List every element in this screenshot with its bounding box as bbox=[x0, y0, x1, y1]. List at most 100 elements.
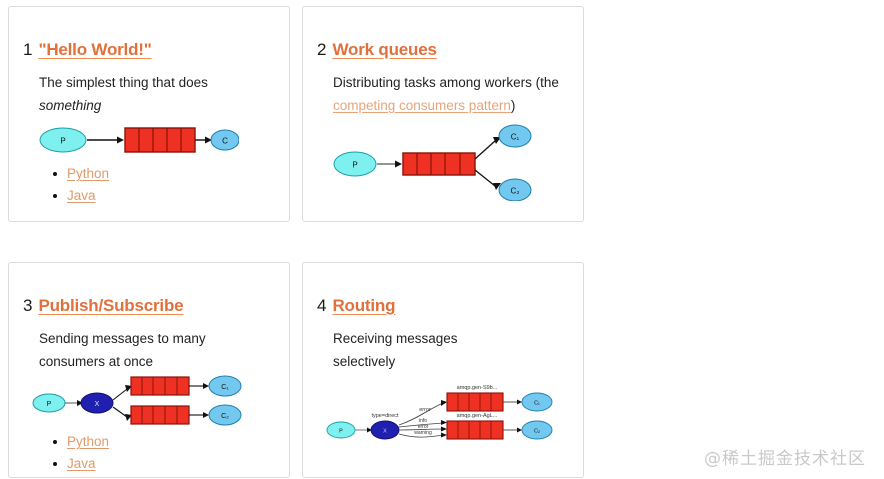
edge-label-warning: warning bbox=[414, 430, 432, 436]
exchange-label: X bbox=[95, 401, 100, 408]
edge-exchange-queue-2-warning bbox=[398, 433, 444, 438]
diagram-pubsub: P X bbox=[31, 373, 289, 427]
consumer-1-node bbox=[208, 375, 242, 397]
consumer-2-label: C₂ bbox=[221, 413, 229, 420]
consumer-2-label: C₂ bbox=[511, 186, 520, 195]
queue-2-node bbox=[130, 405, 190, 425]
arrowhead bbox=[125, 413, 132, 421]
edge-label-error-top: error bbox=[419, 407, 431, 413]
tutorial-card-4[interactable]: 4 Routing Receiving messages selectively… bbox=[302, 262, 584, 478]
arrowhead bbox=[77, 399, 83, 406]
edge-exchange-queue-2-error bbox=[398, 428, 444, 431]
arrowhead bbox=[517, 399, 522, 405]
link-python[interactable]: Python bbox=[67, 433, 110, 449]
card-header: 1 "Hello World!" bbox=[9, 7, 289, 60]
arrowhead bbox=[441, 432, 447, 438]
queue-node bbox=[124, 127, 196, 153]
arrowhead bbox=[367, 427, 372, 433]
edge-exchange-queue-2 bbox=[112, 406, 128, 418]
description-emphasis: something bbox=[39, 97, 102, 113]
card-number: 1 bbox=[23, 40, 33, 59]
arrowhead bbox=[117, 136, 124, 144]
list-item: Python bbox=[53, 431, 289, 453]
edge-label-error: error bbox=[418, 424, 429, 430]
queue-node bbox=[402, 152, 476, 176]
arrowhead bbox=[441, 426, 447, 432]
arrowhead bbox=[203, 411, 209, 418]
card-link-list: Python Java bbox=[53, 163, 289, 207]
arrowhead bbox=[203, 382, 209, 389]
producer-node bbox=[333, 151, 377, 177]
card-number: 2 bbox=[317, 40, 327, 59]
consumer-2-node bbox=[208, 404, 242, 426]
list-item: Java bbox=[53, 185, 289, 207]
consumer-2-node bbox=[498, 178, 532, 201]
consumer-1-label: C₁ bbox=[511, 132, 520, 141]
queue-1-label: amqp.gen-S9b... bbox=[457, 385, 498, 391]
card-header: 4 Routing bbox=[303, 263, 583, 316]
diagram-hello-world: P C bbox=[39, 119, 289, 161]
description-text: The simplest thing that does bbox=[39, 74, 208, 90]
consumer-2-label: C₂ bbox=[534, 428, 540, 434]
link-java[interactable]: Java bbox=[67, 455, 96, 471]
edge-queue-consumer-2 bbox=[474, 169, 496, 187]
edge-label-info: info bbox=[419, 418, 427, 424]
card-title-link[interactable]: Publish/Subscribe bbox=[38, 296, 184, 315]
card-description: The simplest thing that does something bbox=[39, 71, 271, 117]
queue-2-label: amqp.gen-AgL... bbox=[457, 413, 498, 419]
card-number: 4 bbox=[317, 296, 327, 315]
link-competing-consumers-pattern[interactable]: competing consumers pattern bbox=[333, 97, 511, 113]
arrowhead bbox=[441, 419, 447, 425]
tutorial-card-3[interactable]: 3 Publish/Subscribe Sending messages to … bbox=[8, 262, 290, 478]
edge-label-type-direct: type=direct bbox=[371, 413, 399, 419]
consumer-1-label: C₁ bbox=[221, 384, 229, 391]
link-java[interactable]: Java bbox=[67, 187, 96, 203]
description-text: Distributing tasks among workers (the bbox=[333, 74, 559, 90]
arrowhead bbox=[517, 427, 522, 433]
queue-2-node bbox=[446, 420, 504, 440]
routing-svg: P X type=direct error info er bbox=[326, 385, 553, 440]
consumer-2-node bbox=[521, 420, 553, 440]
exchange-node bbox=[80, 392, 114, 414]
card-description: Receiving messages selectively bbox=[333, 327, 523, 373]
work-queues-svg: P C₁ bbox=[333, 124, 532, 201]
consumer-1-label: C₁ bbox=[534, 400, 540, 406]
producer-node bbox=[39, 127, 87, 153]
card-header: 3 Publish/Subscribe bbox=[9, 263, 289, 316]
arrowhead bbox=[493, 182, 501, 190]
card-description: Distributing tasks among workers (the co… bbox=[333, 71, 565, 117]
description-text-after: ) bbox=[510, 97, 516, 113]
tutorial-card-2[interactable]: 2 Work queues Distributing tasks among w… bbox=[302, 6, 584, 222]
pubsub-svg: P X bbox=[32, 375, 242, 426]
hello-world-svg: P C bbox=[39, 127, 239, 153]
arrowhead bbox=[395, 160, 402, 168]
consumer-node bbox=[210, 129, 239, 151]
producer-label: P bbox=[47, 401, 52, 408]
edge-exchange-queue-1 bbox=[112, 388, 128, 401]
queue-1-node bbox=[130, 376, 190, 396]
arrowhead bbox=[441, 399, 447, 406]
description-text: Receiving messages selectively bbox=[333, 330, 458, 369]
diagram-routing: P X type=direct error info er bbox=[325, 377, 583, 447]
tutorial-card-1[interactable]: 1 "Hello World!" The simplest thing that… bbox=[8, 6, 290, 222]
consumer-1-node bbox=[521, 392, 553, 412]
edge-exchange-queue-2-info bbox=[398, 422, 444, 428]
card-title-link[interactable]: Routing bbox=[332, 296, 396, 315]
list-item: Python bbox=[53, 163, 289, 185]
description-text: Sending messages to many consumers at on… bbox=[39, 330, 206, 369]
exchange-label: X bbox=[383, 428, 387, 434]
card-link-list: Python Java bbox=[53, 431, 289, 475]
edge-exchange-queue-1 bbox=[398, 402, 444, 426]
link-python[interactable]: Python bbox=[67, 165, 110, 181]
queue-1-node bbox=[446, 392, 504, 412]
card-title-link[interactable]: "Hello World!" bbox=[38, 40, 152, 59]
consumer-label: C bbox=[222, 136, 228, 145]
producer-label: P bbox=[352, 160, 357, 169]
arrowhead bbox=[125, 384, 132, 392]
arrowhead bbox=[205, 136, 212, 144]
card-title-link[interactable]: Work queues bbox=[332, 40, 437, 59]
producer-label: P bbox=[60, 136, 65, 145]
producer-label: P bbox=[339, 428, 343, 434]
